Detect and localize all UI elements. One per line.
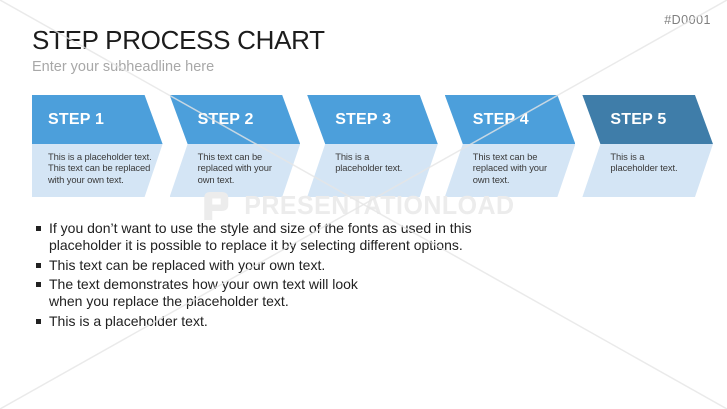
step-4-header: STEP 4 (445, 95, 576, 144)
step-1-body: This is a placeholder text. This text ca… (32, 144, 163, 197)
step-3-label: STEP 3 (335, 110, 392, 128)
step-2-chevron: STEP 2 This text can be replaced with yo… (170, 95, 301, 197)
list-item: This text can be replaced with your own … (36, 257, 576, 274)
step-3-header: STEP 3 (307, 95, 438, 144)
page-subtitle: Enter your subheadline here (32, 59, 215, 75)
list-item: If you don’t want to use the style and s… (36, 220, 576, 254)
step-5-chevron: STEP 5 This is a placeholder text. (582, 95, 713, 197)
bullet-text: This text can be replaced with your own … (49, 256, 326, 273)
list-item: The text demonstrates how your own text … (36, 276, 576, 310)
step-4-body: This text can be replaced with your own … (445, 144, 576, 197)
step-1-label: STEP 1 (48, 110, 105, 128)
step-1-chevron: STEP 1 This is a placeholder text. This … (32, 95, 163, 197)
bullet-text: The text demonstrates how your own text … (49, 276, 358, 310)
bullet-square-icon (36, 226, 41, 231)
list-item: This is a placeholder text. (36, 313, 576, 330)
page-title: STEP PROCESS CHART (32, 25, 325, 55)
bullet-square-icon (36, 318, 41, 324)
bullet-square-icon (36, 282, 41, 288)
step-1-header: STEP 1 (32, 95, 163, 144)
bullet-square-icon (36, 262, 41, 268)
step-5-body: This is a placeholder text. (582, 144, 713, 197)
step-2-body: This text can be replaced with your own … (170, 144, 301, 197)
step-5-header: STEP 5 (582, 95, 713, 144)
step-2-header: STEP 2 (170, 95, 301, 144)
step-4-label: STEP 4 (472, 110, 529, 128)
step-5-label: STEP 5 (610, 110, 667, 128)
step-3-body: This is a placeholder text. (307, 144, 438, 197)
slide-code: #D0001 (664, 13, 711, 27)
bullet-text: If you don’t want to use the style and s… (49, 220, 472, 253)
step-process-chart: STEP 1 This is a placeholder text. This … (32, 95, 713, 197)
bullet-text: This is a placeholder text. (49, 312, 208, 329)
step-2-label: STEP 2 (197, 110, 254, 128)
step-3-chevron: STEP 3 This is a placeholder text. (307, 95, 438, 197)
bullet-list: If you don’t want to use the style and s… (36, 220, 576, 333)
step-4-chevron: STEP 4 This text can be replaced with yo… (445, 95, 576, 197)
